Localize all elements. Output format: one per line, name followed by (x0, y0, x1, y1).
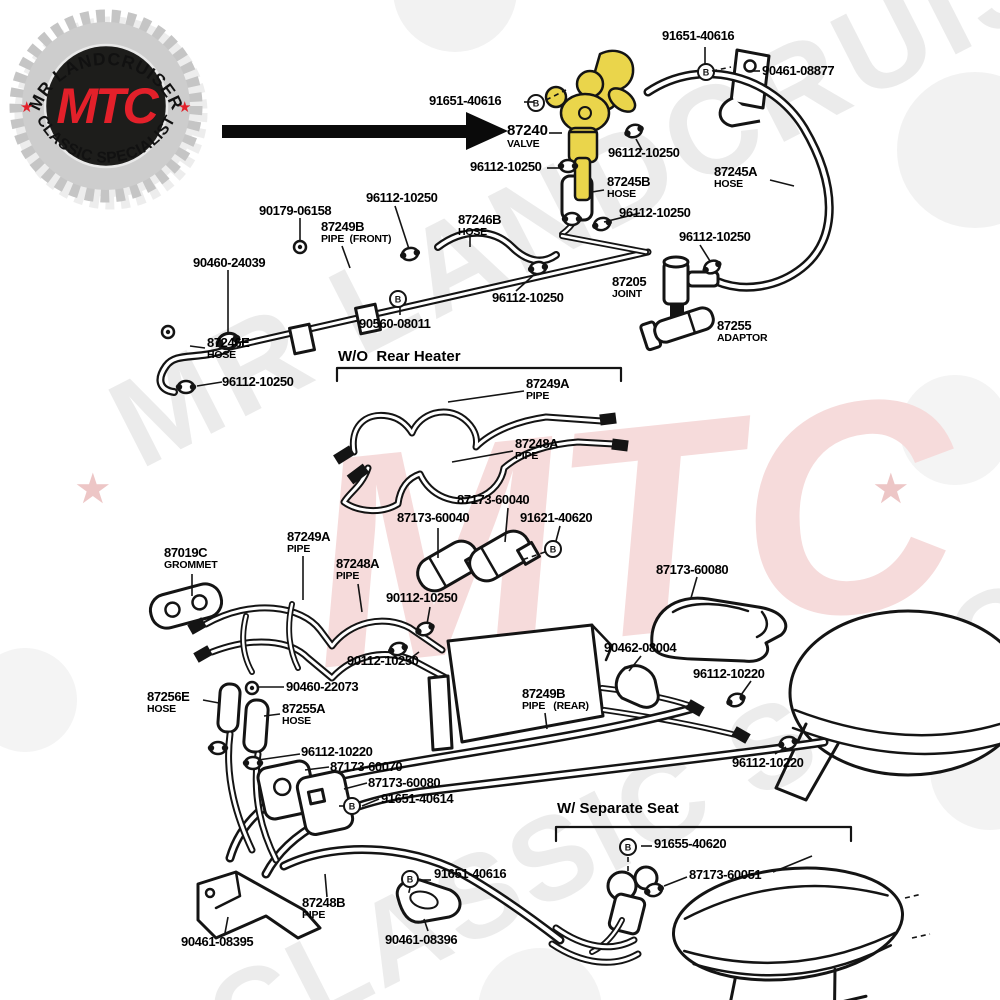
wo-rear-heater-bracket (335, 366, 623, 383)
watermark-star-right: ★ (872, 465, 910, 512)
separate-seat-assembly-drawing (548, 865, 931, 1000)
pointer-arrow (222, 112, 508, 150)
bracket-90461-08395-drawing (196, 870, 322, 940)
heat-shield-87173-60080-drawing (650, 596, 788, 663)
wo-rear-heater-pipes-drawing (333, 408, 629, 514)
joint-87205-drawing (662, 255, 720, 318)
logo-star-left: ★ (20, 99, 33, 116)
rear-pipes-drawing (187, 601, 450, 682)
watermark-star-left: ★ (74, 465, 112, 512)
leader-lines (189, 47, 813, 934)
mtc-logo: MR LANDCRUISER CLASSIC SPECIALIST MTC ★ … (9, 9, 203, 203)
seat-tank-drawing (671, 866, 905, 1000)
logo-monogram: MTC (56, 78, 159, 134)
hose-87256e-drawing (216, 682, 242, 734)
hose-87255a-drawing (242, 698, 270, 754)
heater-unit-drawing (774, 609, 1000, 802)
w-separate-seat-bracket (554, 825, 853, 843)
logo-star-right: ★ (178, 99, 191, 116)
adaptor-87255-drawing (639, 306, 715, 352)
rear-heater-box-drawing (427, 623, 614, 752)
valve-87240-drawing (544, 49, 637, 202)
grommet-87019c-drawing (148, 582, 224, 630)
bracket-90462-08004-drawing (614, 664, 660, 709)
canister-87173-60040-drawing (468, 529, 541, 583)
